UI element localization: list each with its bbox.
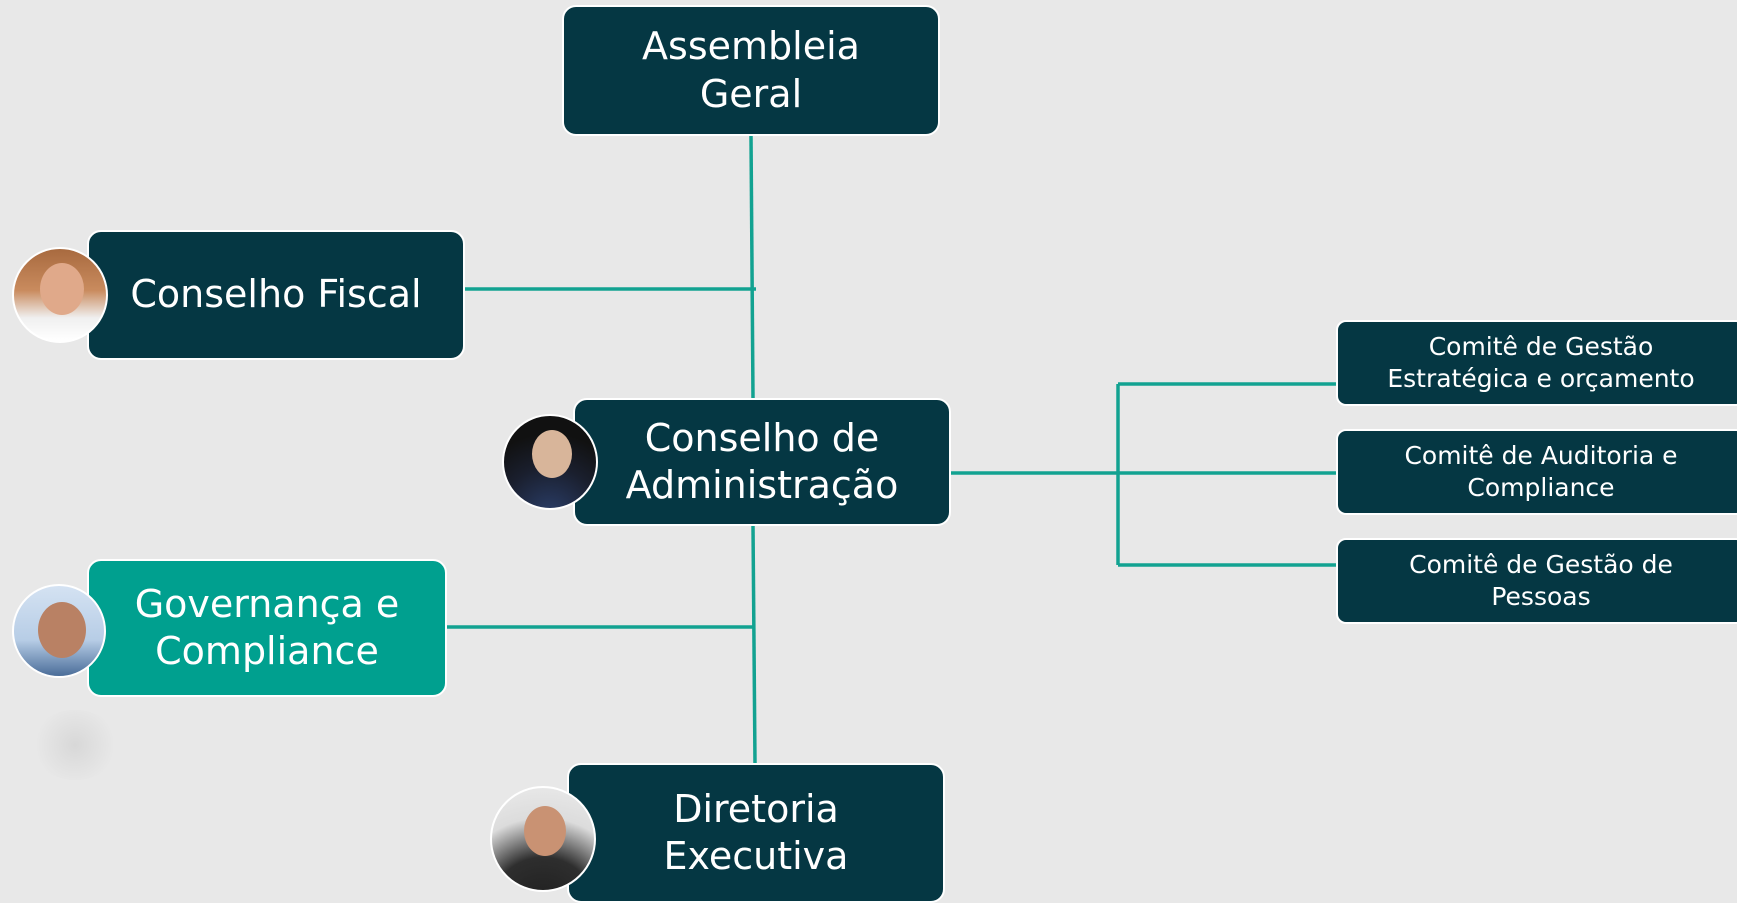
node-comite-auditoria: Comitê de Auditoria e Compliance bbox=[1336, 429, 1737, 515]
face-shape bbox=[524, 806, 566, 856]
node-comite-gestao-estrategica: Comitê de Gestão Estratégica e orçamento bbox=[1336, 320, 1737, 406]
person-photo-icon bbox=[12, 584, 106, 678]
face-shape bbox=[40, 263, 84, 315]
node-assembleia-geral: Assembleia Geral bbox=[562, 5, 940, 136]
node-conselho-fiscal: Conselho Fiscal bbox=[87, 230, 465, 360]
person-photo-icon bbox=[12, 247, 108, 343]
node-comite-gestao-pessoas: Comitê de Gestão de Pessoas bbox=[1336, 538, 1737, 624]
decorative-shadow bbox=[30, 710, 120, 780]
person-photo-icon bbox=[502, 414, 598, 510]
connector-assembleia-conselho bbox=[749, 135, 755, 399]
node-diretoria-executiva: Diretoria Executiva bbox=[567, 763, 945, 903]
node-governanca-compliance: Governança e Compliance bbox=[87, 559, 447, 697]
face-shape bbox=[38, 602, 86, 658]
connector-conselho-diretoria bbox=[751, 525, 757, 764]
person-photo-icon bbox=[490, 786, 596, 892]
node-conselho-administracao: Conselho de Administração bbox=[573, 398, 951, 526]
face-shape bbox=[532, 430, 572, 478]
